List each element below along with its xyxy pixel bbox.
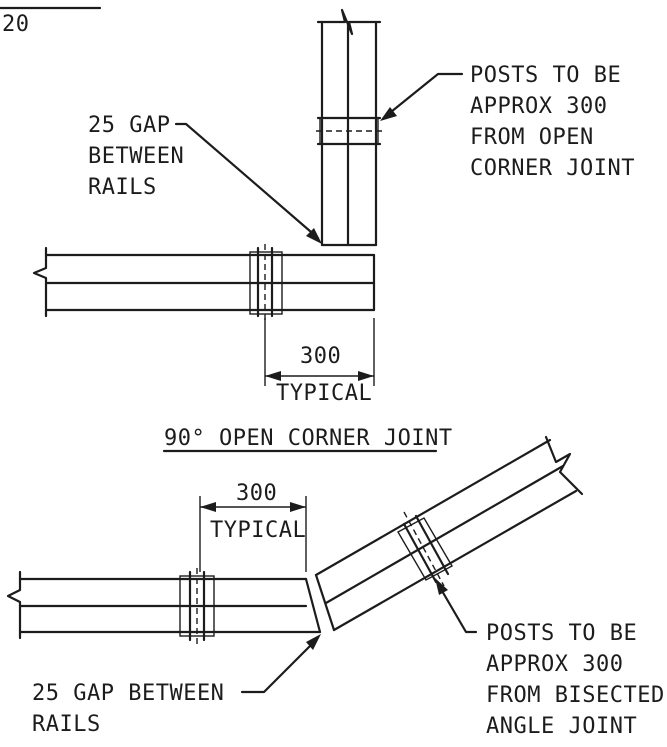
horizontal-post: [249, 244, 283, 320]
posts-label-line-1: POSTS TO BE: [470, 63, 621, 88]
dimension-value-open: 300: [300, 344, 341, 369]
dimension-value-bisected: 300: [236, 481, 277, 506]
posts-label-bisected-line-1: POSTS TO BE: [486, 621, 637, 646]
posts-leader: [380, 72, 464, 121]
gap-label-line-1: 25 GAP: [88, 113, 170, 138]
posts-label-bisected-line-4: ANGLE JOINT: [486, 714, 637, 739]
section-title: 90° OPEN CORNER JOINT: [164, 426, 453, 451]
posts-label-line-2: APPROX 300: [470, 94, 607, 119]
gap-label-bisected-line-1: 25 GAP BETWEEN: [32, 681, 224, 706]
dimension-300-open: [264, 318, 375, 386]
angled-post: [397, 511, 453, 587]
dimension-note-open: TYPICAL: [276, 381, 372, 406]
straight-post: [179, 568, 215, 644]
angled-rail: [314, 435, 584, 632]
gap-leader: [174, 122, 322, 244]
posts-leader-bisected: [435, 578, 478, 634]
posts-label-bisected-line-3: FROM BISECTED: [486, 683, 665, 708]
dimension-300-bisected: [199, 496, 307, 572]
dimension-note-bisected: TYPICAL: [210, 518, 306, 543]
posts-label-line-3: FROM OPEN: [470, 125, 594, 150]
detail-number: 20: [2, 12, 30, 37]
vertical-post: [316, 116, 382, 146]
gap-leader-bisected: [240, 634, 321, 694]
straight-rail: [6, 570, 322, 640]
gap-label-line-2: BETWEEN: [88, 144, 184, 169]
posts-label-line-4: CORNER JOINT: [470, 156, 635, 181]
gap-label-bisected-line-2: RAILS: [32, 712, 101, 737]
horizontal-rail: [32, 246, 376, 318]
vertical-rail: [316, 8, 382, 247]
posts-label-bisected-line-2: APPROX 300: [486, 652, 623, 677]
gap-label-line-3: RAILS: [88, 175, 157, 200]
